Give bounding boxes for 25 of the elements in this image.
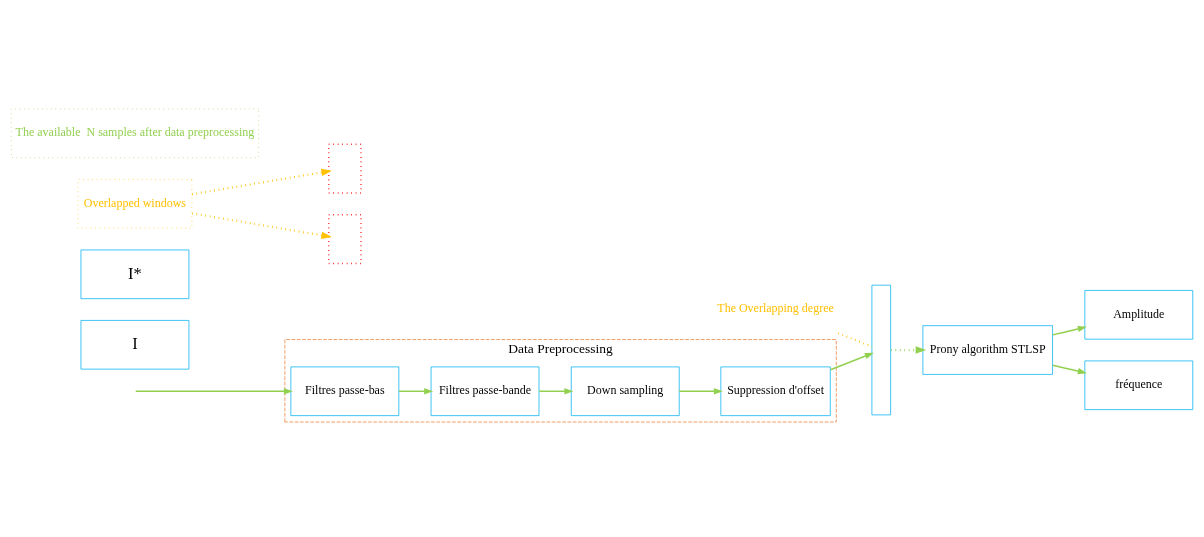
- arrow: [1052, 325, 1087, 336]
- arrow: [398, 388, 434, 395]
- node-text: The Overlapping degree: [717, 300, 834, 315]
- node-box: Overlapped windows: [77, 179, 193, 229]
- arrow: [890, 346, 927, 354]
- node-box: Down sampling: [570, 366, 680, 416]
- arrow: [191, 168, 332, 196]
- node-bar: [871, 284, 891, 416]
- node-box: Filtres passe-bande: [430, 366, 540, 416]
- node-box: The available N samples after data preprocessing: [10, 108, 259, 159]
- arrow: [134, 388, 293, 395]
- node-box: Prony algorithm STLSP: [922, 325, 1053, 375]
- arrow: [829, 352, 874, 371]
- node-box: Filtres passe-bas: [290, 366, 400, 416]
- node-box: Amplitude: [1084, 290, 1194, 340]
- arrow: [678, 388, 723, 395]
- node-box: fréquence: [1084, 360, 1194, 410]
- arrow: [1052, 364, 1087, 375]
- node-box: I: [80, 320, 190, 370]
- node-box: [328, 143, 362, 194]
- node-box: I*: [80, 249, 190, 300]
- arrow: [191, 212, 332, 239]
- node-box: [328, 213, 362, 265]
- arrow: [538, 388, 574, 395]
- node-box: Suppression d'offset: [720, 366, 831, 416]
